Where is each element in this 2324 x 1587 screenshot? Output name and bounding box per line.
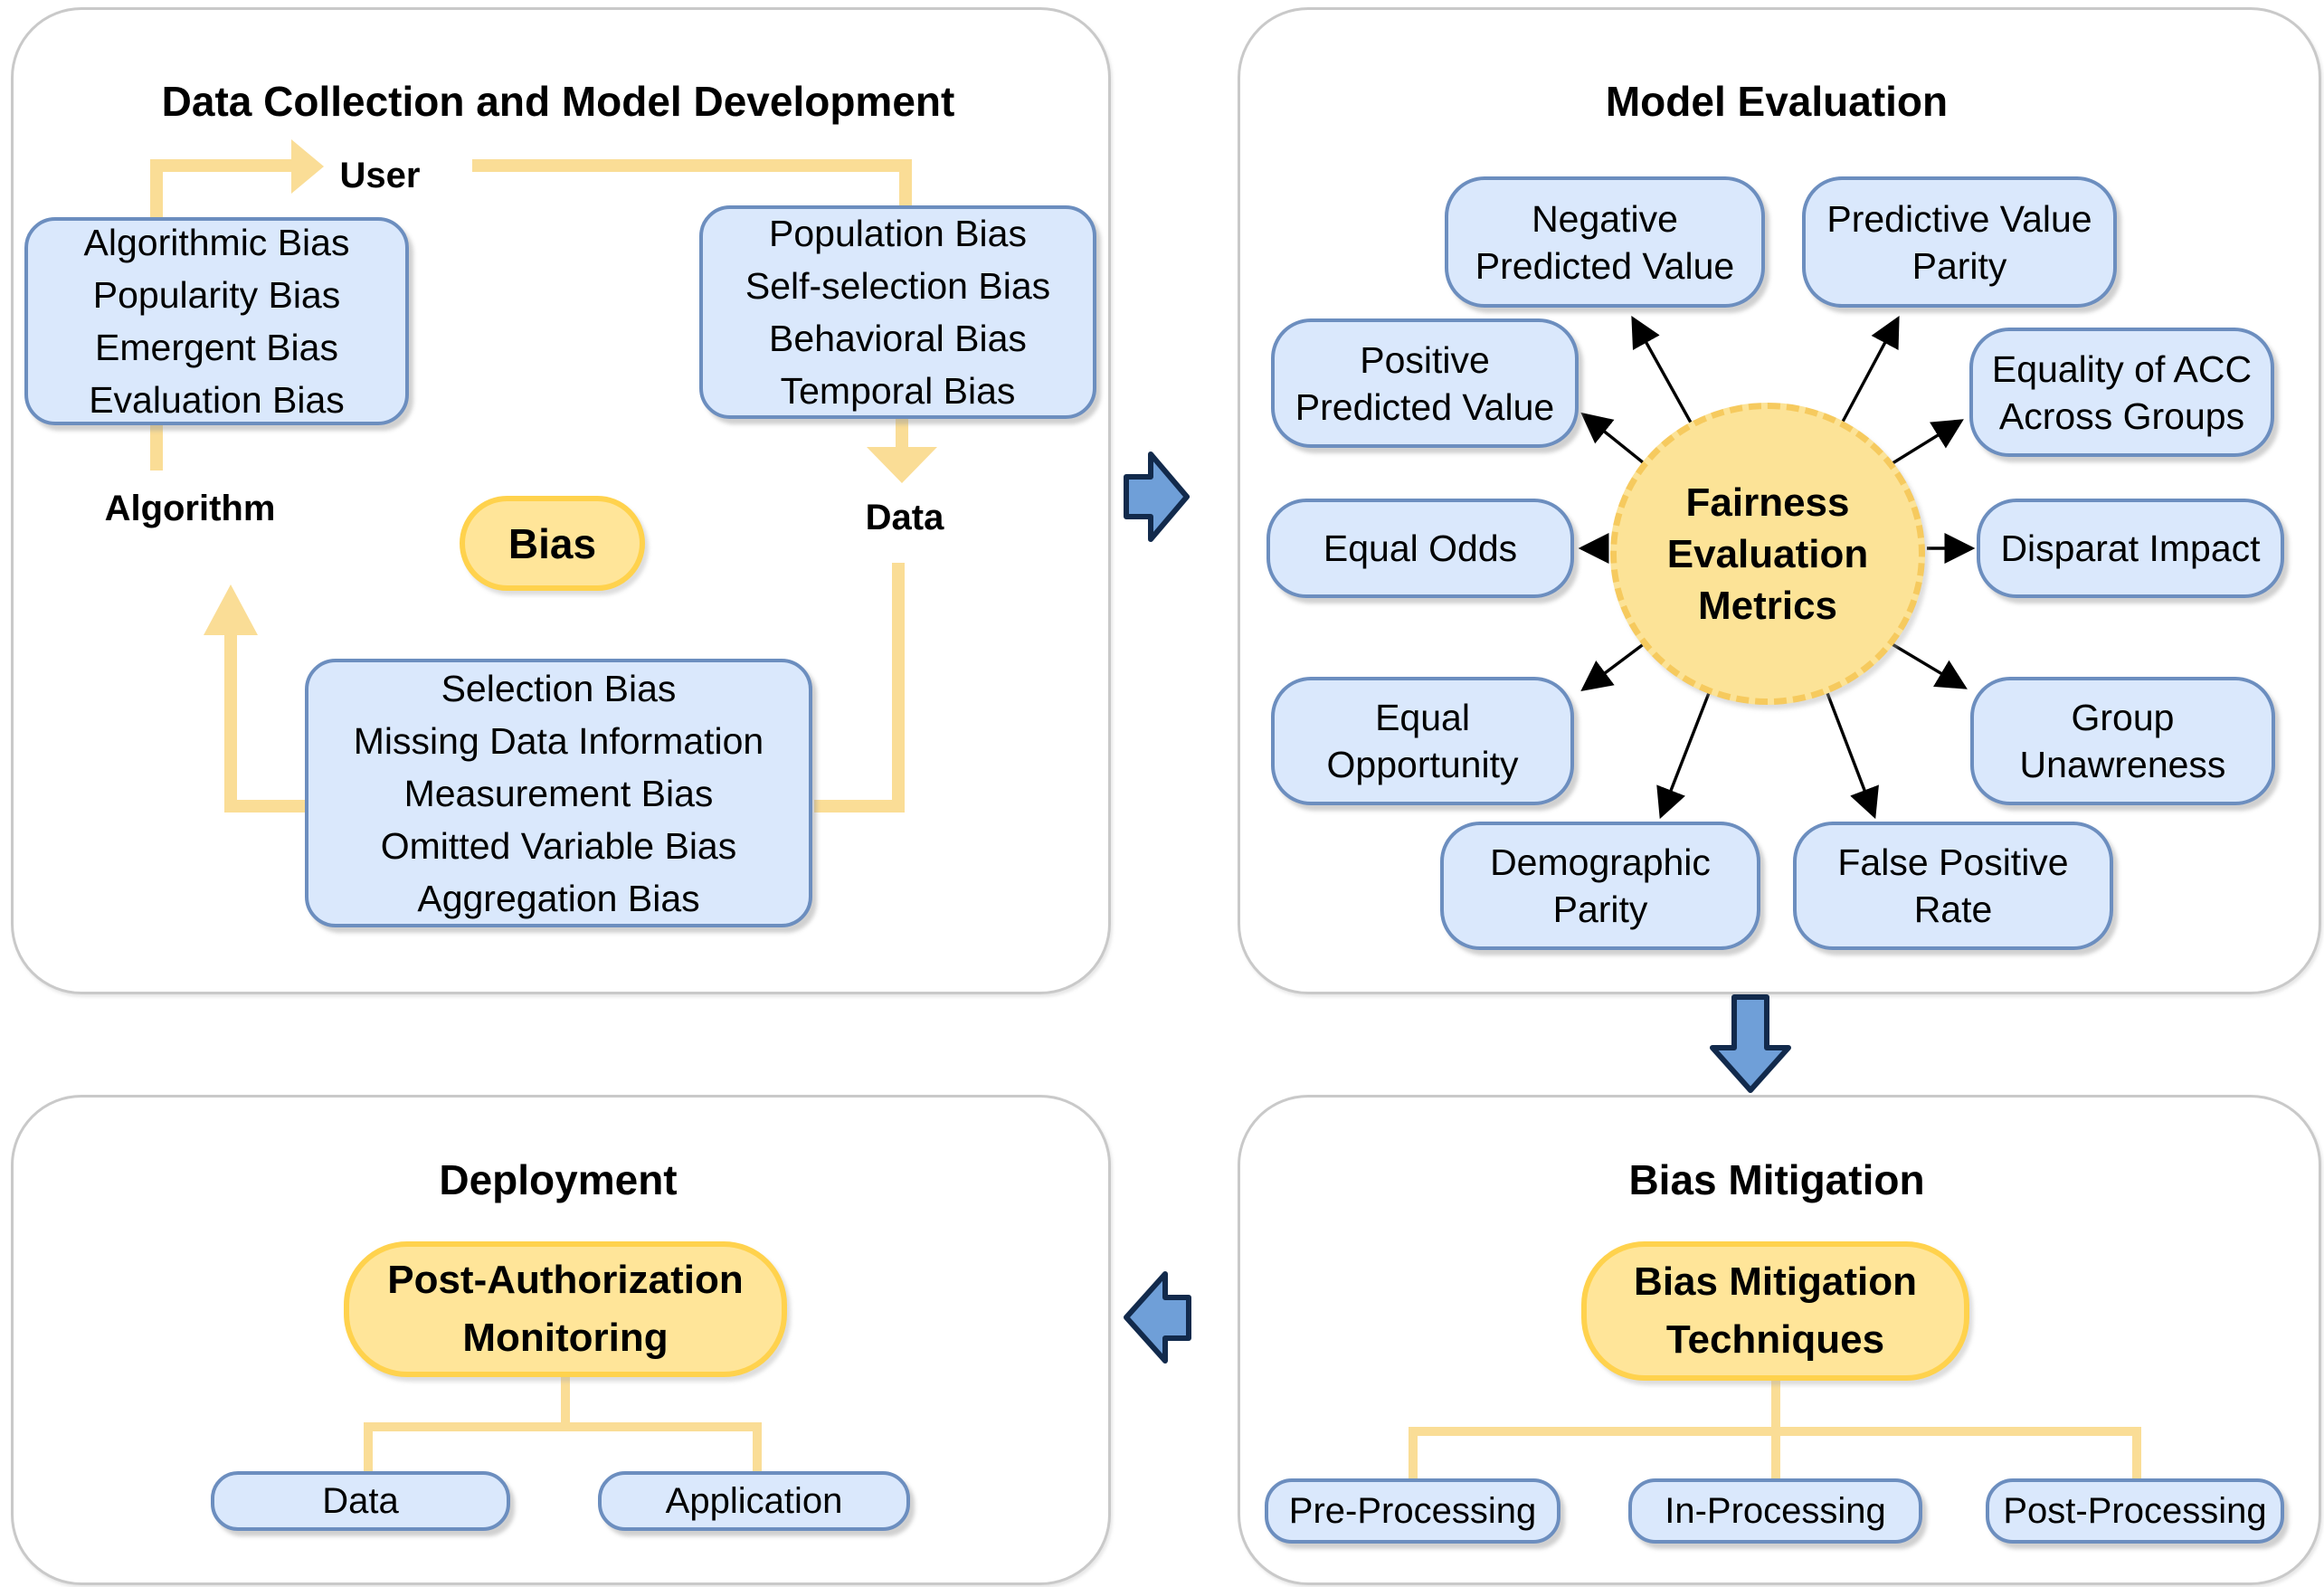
- metric-box-equality-of-acc: Equality of ACC Across Groups: [1969, 328, 2274, 457]
- bias-line: Selection Bias: [441, 667, 677, 709]
- metric-box-negative-predicted-value: Negative Predicted Value: [1445, 176, 1765, 308]
- center-line: Fairness: [1685, 480, 1850, 525]
- deployment-target-data-box: Data: [211, 1471, 510, 1531]
- technique-post-processing-box: Post-Processing: [1986, 1478, 2284, 1544]
- metric-box-group-unawreness: Group Unawreness: [1970, 677, 2275, 805]
- title-data-collection: Data Collection and Model Development: [161, 78, 955, 126]
- bias-node: Bias: [460, 496, 645, 591]
- center-line: Metrics: [1697, 583, 1838, 628]
- technique-in-processing-box: In-Processing: [1628, 1478, 1922, 1544]
- technique-pre-processing-box: Pre-Processing: [1265, 1478, 1560, 1544]
- metric-box-equal-odds: Equal Odds: [1266, 499, 1574, 598]
- bias-line: Emergent Bias: [95, 327, 338, 368]
- metric-box-demographic-parity: Demographic Parity: [1440, 822, 1760, 950]
- post-authorization-monitoring-node: Post-Authorization Monitoring: [344, 1241, 787, 1377]
- bias-line: Population Bias: [769, 213, 1027, 254]
- block-arrow-left-icon: [1124, 1271, 1191, 1364]
- data-bias-list-box: Population Bias Self-selection Bias Beha…: [699, 205, 1096, 419]
- metric-box-positive-predicted-value: Positive Predicted Value: [1271, 318, 1579, 448]
- bias-line: Aggregation Bias: [417, 877, 700, 919]
- metric-box-disparat-impact: Disparat Impact: [1977, 499, 2284, 598]
- title-bias-mitigation: Bias Mitigation: [1628, 1156, 1925, 1204]
- bias-line: Omitted Variable Bias: [380, 824, 737, 867]
- bias-line: Evaluation Bias: [89, 379, 345, 421]
- metric-box-equal-opportunity: Equal Opportunity: [1271, 677, 1574, 805]
- bias-line: Temporal Bias: [780, 370, 1016, 412]
- algorithm-bias-list-box: Algorithmic Bias Popularity Bias Emergen…: [24, 217, 409, 425]
- title-deployment: Deployment: [439, 1156, 678, 1204]
- metric-box-predictive-value-parity: Predictive Value Parity: [1802, 176, 2117, 308]
- cycle-node-data: Data: [865, 498, 944, 537]
- deployment-target-application-box: Application: [598, 1471, 910, 1531]
- cycle-node-user: User: [339, 156, 421, 195]
- selection-bias-list-box: Selection Bias Missing Data Information …: [305, 659, 812, 927]
- bias-line: Self-selection Bias: [745, 265, 1051, 307]
- bias-mitigation-techniques-node: Bias Mitigation Techniques: [1581, 1241, 1969, 1381]
- block-arrow-down-icon: [1710, 994, 1791, 1093]
- center-line: Evaluation: [1666, 531, 1869, 576]
- block-arrow-right-icon: [1124, 451, 1190, 542]
- cycle-node-algorithm: Algorithm: [104, 489, 276, 528]
- bias-line: Behavioral Bias: [769, 318, 1027, 359]
- bias-line: Popularity Bias: [92, 274, 341, 316]
- bias-line: Algorithmic Bias: [83, 222, 350, 263]
- fairness-evaluation-metrics-node: Fairness Evaluation Metrics: [1610, 403, 1925, 705]
- title-model-evaluation: Model Evaluation: [1605, 78, 1949, 126]
- bias-line: Missing Data Information: [353, 719, 764, 762]
- metric-box-false-positive-rate: False Positive Rate: [1793, 822, 2113, 950]
- bias-line: Measurement Bias: [403, 772, 714, 814]
